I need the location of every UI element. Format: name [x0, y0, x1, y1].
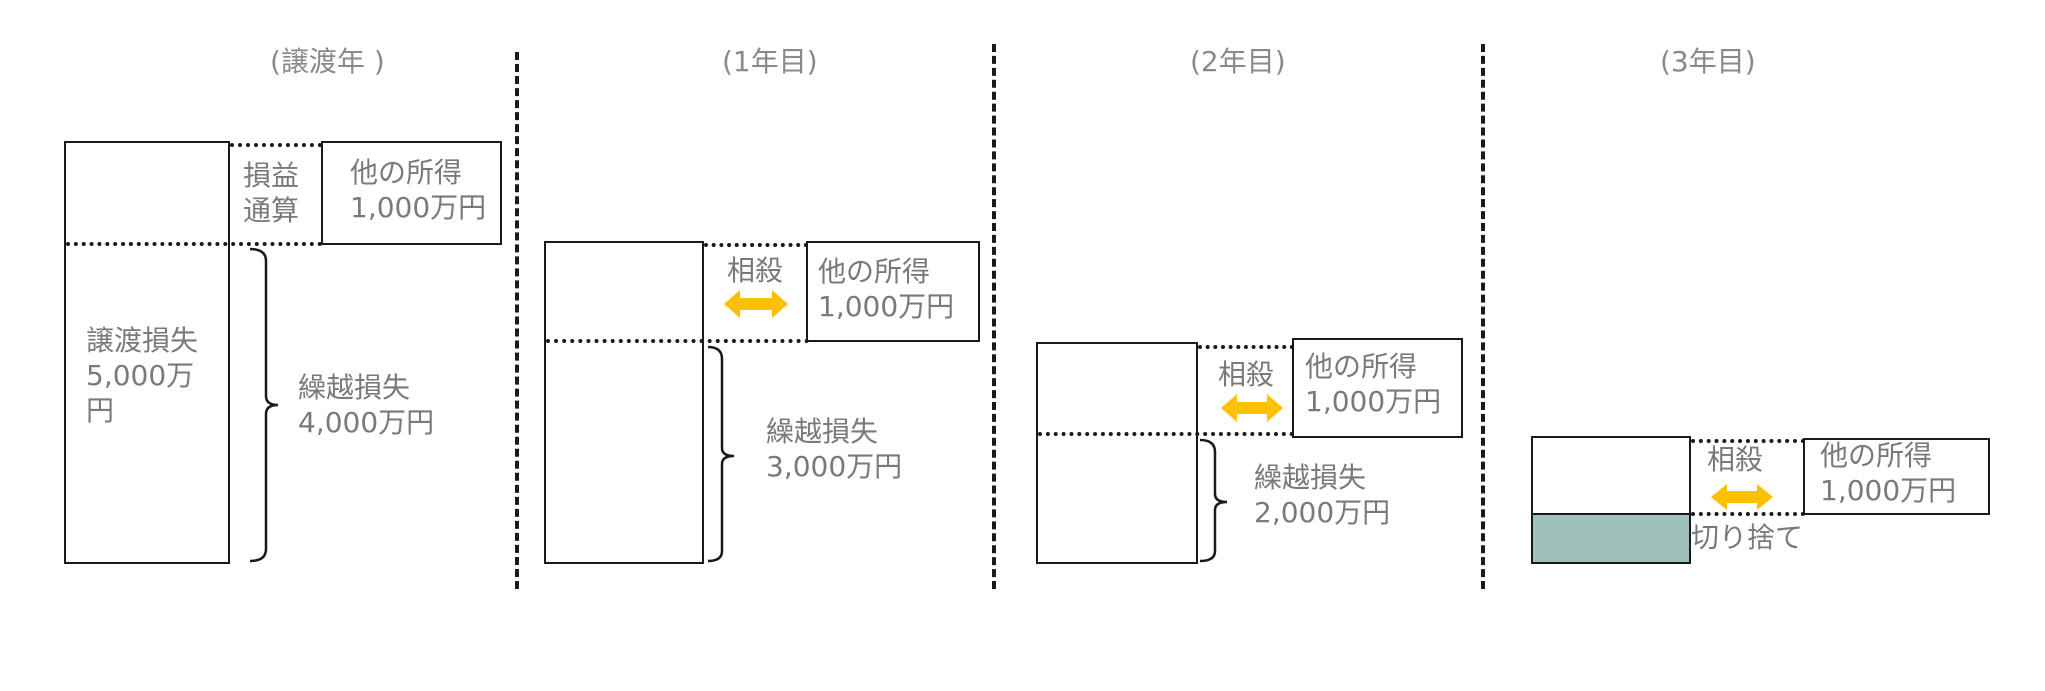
year0-top-connector — [230, 143, 322, 147]
separator-3 — [1481, 44, 1485, 589]
transfer-loss-label: 譲渡損失 5,000万 円 — [86, 324, 199, 427]
year1-carryover-brace — [707, 345, 735, 563]
year3-offset-label: 相殺 — [1707, 443, 1764, 476]
year1-offset-arrow — [724, 290, 788, 318]
separator-1 — [515, 52, 519, 589]
year1-loss-box — [544, 241, 704, 564]
year0-carryover-label: 繰越損失 4,000万円 — [298, 371, 435, 439]
year0-other-income-label: 他の所得 1,000万円 — [350, 156, 487, 224]
year2-top-connector — [1198, 345, 1294, 349]
year2-split-line — [1038, 432, 1294, 436]
year3-other-income-label: 他の所得 1,000万円 — [1820, 439, 1957, 507]
year0-split-line — [66, 242, 322, 246]
year2-other-income-box — [1292, 338, 1463, 438]
year2-carryover-brace — [1199, 438, 1228, 563]
year2-offset-arrow — [1221, 394, 1283, 422]
header-transfer-year: (譲渡年 ) — [270, 45, 385, 78]
year1-split-line — [546, 339, 809, 343]
year1-other-income-label: 他の所得 1,000万円 — [818, 255, 955, 323]
year3-offset-arrow — [1711, 484, 1773, 510]
year2-offset-label: 相殺 — [1218, 358, 1275, 391]
year2-carryover-label: 繰越損失 2,000万円 — [1254, 461, 1391, 529]
year3-other-income-box — [1803, 438, 1990, 515]
year1-carryover-label: 繰越損失 3,000万円 — [766, 415, 903, 483]
header-year-1: (1年目) — [722, 45, 818, 78]
year2-other-income-label: 他の所得 1,000万円 — [1305, 350, 1442, 418]
header-year-2: (2年目) — [1190, 45, 1286, 78]
year0-offset-label: 損益 通算 — [243, 159, 300, 227]
year0-carryover-brace — [249, 247, 279, 563]
separator-2 — [992, 44, 996, 589]
year3-discard-label: 切り捨て — [1691, 521, 1804, 554]
year2-loss-box — [1036, 342, 1198, 564]
year3-discarded-portion — [1531, 513, 1691, 564]
year3-bottom-connector — [1691, 512, 1805, 516]
year0-other-income-box — [321, 141, 502, 245]
year1-offset-label: 相殺 — [727, 254, 784, 287]
year1-other-income-box — [806, 241, 980, 342]
header-year-3: (3年目) — [1660, 45, 1756, 78]
transfer-loss-box — [64, 141, 230, 564]
year1-top-connector — [704, 243, 808, 247]
year3-top-connector — [1691, 439, 1805, 443]
